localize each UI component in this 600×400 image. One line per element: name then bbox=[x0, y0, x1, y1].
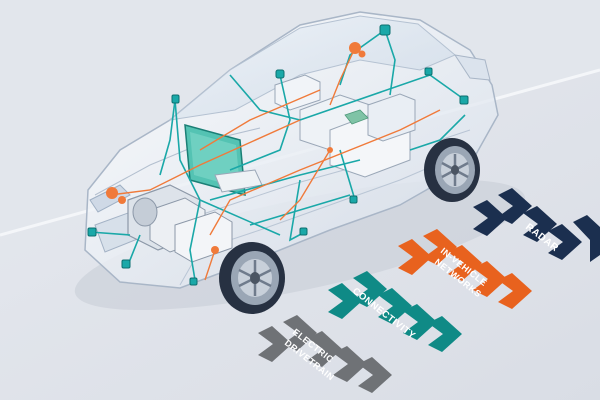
wiring-orange bbox=[109, 47, 441, 281]
wheel-icon bbox=[219, 242, 285, 314]
networks-chevrons bbox=[398, 229, 532, 309]
sensor-icon bbox=[106, 42, 366, 254]
wheel-icon bbox=[424, 138, 480, 202]
screen-icon bbox=[184, 123, 263, 197]
wiring-teal bbox=[89, 29, 466, 281]
motor-icon bbox=[127, 184, 233, 263]
sensor-icon bbox=[87, 24, 469, 286]
car-illustration-icon bbox=[74, 11, 526, 314]
connectivity-chevrons bbox=[328, 271, 462, 352]
drivetrain-chevrons bbox=[258, 315, 392, 393]
radar-chevrons bbox=[473, 188, 600, 262]
